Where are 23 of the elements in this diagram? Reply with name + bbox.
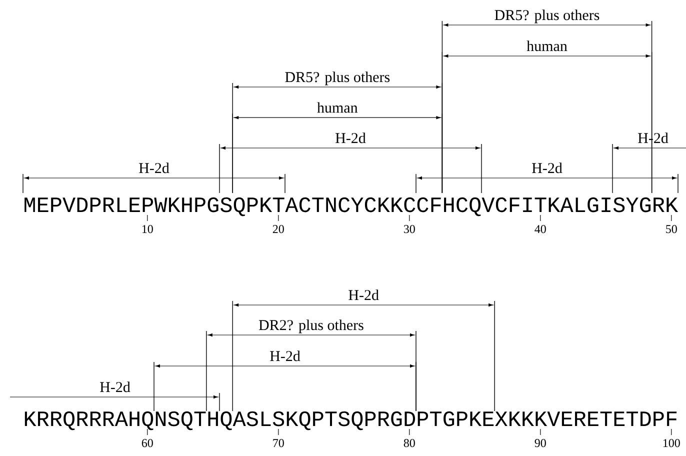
range-label: H-2d — [336, 132, 366, 144]
position-number: 20 — [272, 225, 284, 234]
position-number: 70 — [273, 439, 284, 448]
range-label: H-2d — [139, 162, 170, 174]
range-label: human — [526, 40, 568, 52]
sequence-text: MEPVDPRLEPWKHPGSQPKTACTNCYCKKCCFHCQVCFITKALGISYGRK — [24, 197, 678, 216]
position-number: 100 — [663, 439, 680, 448]
range-label: H-2d — [100, 382, 130, 392]
sequence-text: KRRQRRRAHQNSQTHQASLSKQPTSQPRGDPTGPKEXKKKVERETETDPF — [24, 411, 677, 430]
range-label: H-2d — [532, 162, 562, 174]
position-number: 30 — [404, 225, 415, 234]
range-label: DR2? plus others — [258, 320, 364, 334]
position-number: 60 — [142, 439, 153, 448]
range-label: DR5? plus others — [285, 72, 390, 86]
position-number: 80 — [404, 439, 415, 448]
range-label: human — [317, 102, 358, 113]
position-number: 10 — [142, 225, 153, 234]
range-label: H-2d — [348, 290, 379, 300]
range-label: H-2d — [270, 350, 300, 362]
position-number: 40 — [534, 225, 546, 234]
position-number: 50 — [666, 225, 677, 234]
range-label: DR5? plus others — [494, 10, 600, 24]
position-number: 90 — [534, 439, 546, 448]
